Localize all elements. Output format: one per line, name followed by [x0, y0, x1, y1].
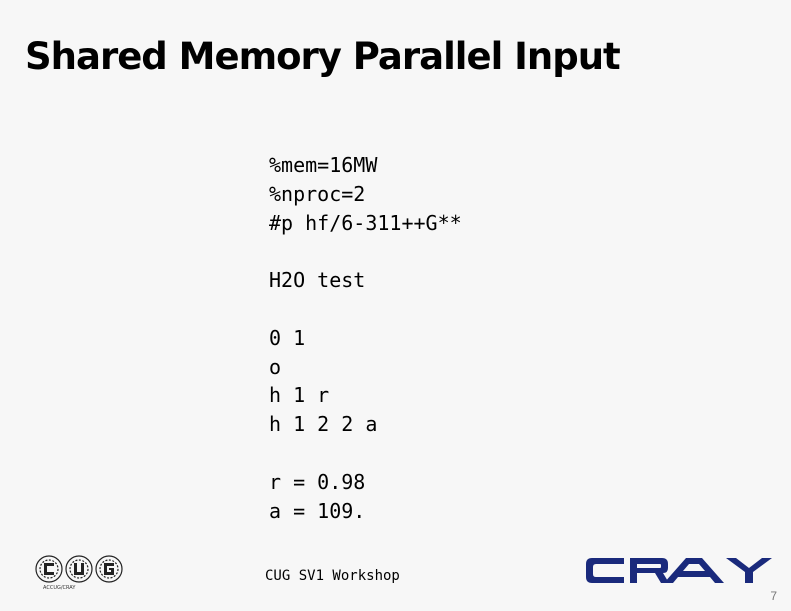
- code-line-blank: [269, 237, 462, 266]
- code-line: %nproc=2: [269, 181, 366, 206]
- code-line: %mem=16MW: [269, 153, 378, 177]
- code-line: H2O test: [269, 268, 366, 293]
- code-line-blank: [269, 295, 462, 324]
- cug-logo-caption: ACCUG/CRAY: [43, 585, 76, 591]
- code-block: %mem=16MW %nproc=2 #p hf/6-311++G** H2O tes…: [269, 151, 462, 525]
- page-number: 7: [770, 589, 777, 603]
- cray-logo: [586, 558, 772, 583]
- slide-title: Shared Memory Parallel Input: [25, 35, 621, 78]
- footer-text: CUG SV1 Workshop: [265, 568, 400, 584]
- code-line: 0 1: [269, 325, 306, 350]
- code-line-blank: [269, 439, 462, 468]
- code-line: o: [269, 354, 282, 379]
- code-line: r = 0.98: [269, 469, 366, 494]
- code-line: h 1 r: [269, 383, 330, 408]
- code-line: h 1 2 2 a: [269, 412, 378, 437]
- cug-logo: [35, 555, 123, 583]
- code-line: #p hf/6-311++G**: [269, 210, 462, 235]
- code-line: a = 109.: [269, 498, 366, 523]
